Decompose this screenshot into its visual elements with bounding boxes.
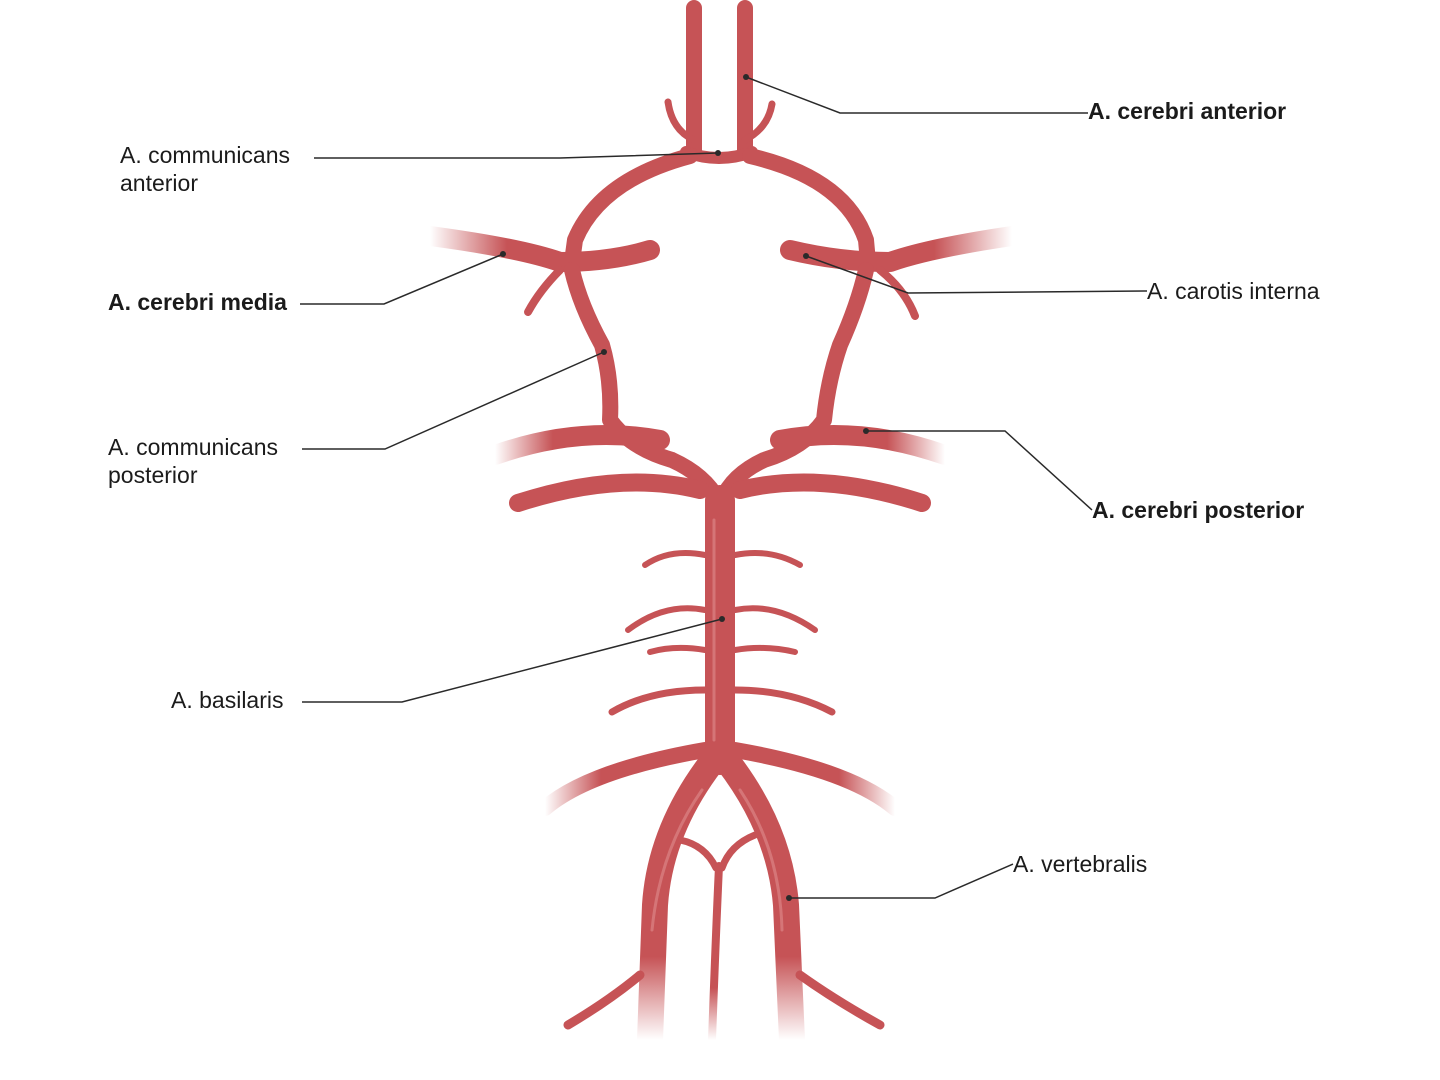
leader-carotis-interna	[805, 255, 1148, 294]
leader-dot-cerebri-anterior	[743, 74, 749, 80]
anterior-branch-left	[664, 98, 698, 144]
label-cerebri-media: A. cerebri media	[108, 289, 287, 315]
posterior-communicating-right	[714, 262, 874, 508]
vertebral-right-highlight	[738, 788, 784, 932]
label-communicans-posterior-line2: posterior	[108, 462, 198, 488]
middle-cerebral-right	[780, 226, 1022, 272]
label-cerebri-anterior: A. cerebri anterior	[1088, 98, 1287, 124]
pontine-branch-2l	[625, 605, 708, 633]
vertebral-branch-right	[795, 970, 885, 1030]
pontine-branch-1l	[642, 550, 708, 568]
leader-dot-cerebri-media	[500, 251, 506, 257]
leader-dot-cerebri-posterior	[863, 428, 869, 434]
leader-lines	[300, 74, 1148, 901]
vertebral-left	[637, 749, 725, 1053]
vertebral-left-highlight	[650, 788, 704, 932]
label-communicans-anterior-line1: A. communicans	[120, 142, 291, 168]
posterior-communicating-left	[564, 262, 726, 508]
middle-branch-left	[524, 266, 564, 316]
posterior-cerebral-right	[770, 425, 955, 465]
label-communicans-posterior-line1: A. communicans	[108, 434, 279, 460]
leader-dot-communicans-anterior	[715, 150, 721, 156]
leader-communicans-posterior	[302, 351, 605, 450]
inferior-cerebellar-right	[727, 742, 903, 816]
leader-dot-communicans-posterior	[601, 349, 607, 355]
leader-dot-carotis-interna	[803, 253, 809, 259]
leader-dot-basilaris	[719, 616, 725, 622]
pontine-branch-4r	[731, 686, 836, 716]
vessels	[420, 0, 1022, 1053]
middle-branch-right	[876, 266, 919, 320]
pontine-branch-3r	[732, 644, 798, 655]
label-cerebri-posterior: A. cerebri posterior	[1092, 497, 1305, 523]
pontine-branch-1r	[732, 550, 803, 568]
carotid-loop-left	[564, 148, 698, 270]
vertebral-right	[715, 749, 805, 1053]
carotid-loop-right	[742, 148, 876, 270]
label-carotis-interna: A. carotis interna	[1147, 278, 1320, 304]
superior-cerebellar-left	[509, 473, 709, 512]
pontine-branch-2r	[732, 605, 818, 633]
leader-cerebri-posterior	[866, 430, 1093, 511]
leader-cerebri-anterior	[745, 76, 1088, 114]
leader-communicans-anterior	[314, 152, 719, 159]
leader-basilaris	[302, 618, 723, 703]
label-basilaris: A. basilaris	[171, 687, 284, 713]
spinal-artery-right	[718, 831, 759, 872]
vertebral-branch-left	[563, 970, 645, 1030]
leader-vertebralis	[789, 863, 1014, 899]
label-communicans-anterior-line2: anterior	[120, 170, 198, 196]
inferior-cerebellar-left	[537, 742, 713, 816]
posterior-cerebral-left	[485, 425, 670, 465]
middle-cerebral-left	[420, 226, 660, 272]
pontine-branch-4l	[608, 686, 709, 716]
spinal-artery-left	[676, 836, 720, 872]
label-vertebralis: A. vertebralis	[1013, 851, 1148, 877]
spinal-artery-trunk	[708, 862, 723, 1044]
leader-dot-vertebralis	[786, 895, 792, 901]
anterior-branch-right	[741, 100, 776, 144]
superior-cerebellar-right	[731, 473, 931, 512]
pontine-branch-3l	[647, 644, 708, 655]
leader-cerebri-media	[300, 253, 504, 305]
